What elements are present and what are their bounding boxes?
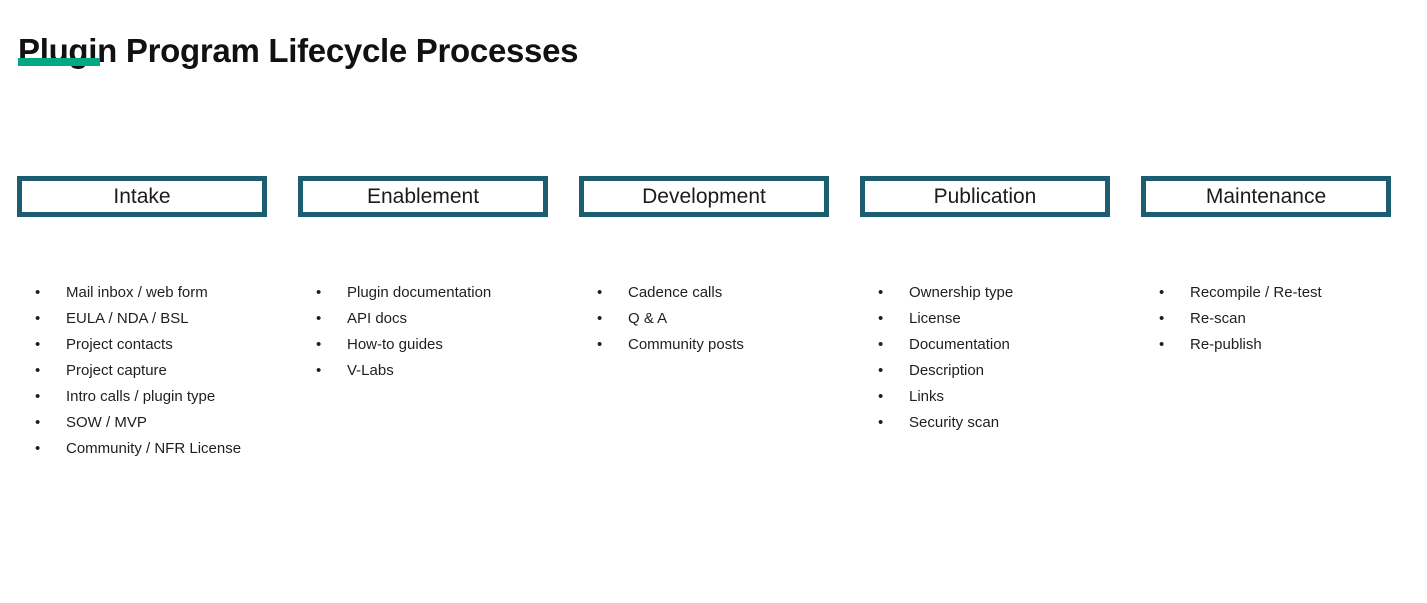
stage-item-list: • Cadence calls • Q & A • Community posts [579, 280, 829, 358]
list-item: • Intro calls / plugin type [17, 384, 267, 410]
bullet-icon: • [35, 284, 41, 301]
list-item-label: Community posts [628, 336, 744, 353]
list-item: • Community posts [579, 332, 829, 358]
bullet-icon: • [878, 336, 884, 353]
list-item: • V-Labs [298, 358, 548, 384]
bullet-icon: • [878, 310, 884, 327]
stage-header-maintenance: Maintenance [1141, 176, 1391, 217]
lifecycle-column-enablement: Enablement • Plugin documentation • API docs… [298, 176, 548, 462]
list-item: • Description [860, 358, 1110, 384]
list-item-label: V-Labs [347, 362, 394, 379]
bullet-icon: • [316, 362, 322, 379]
list-item: • Re-publish [1141, 332, 1391, 358]
list-item-label: Project contacts [66, 336, 173, 353]
list-item-label: Plugin documentation [347, 284, 492, 301]
list-item-label: Q & A [628, 310, 668, 327]
bullet-icon: • [1159, 310, 1165, 327]
bullet-icon: • [316, 336, 322, 353]
bullet-icon: • [597, 310, 603, 327]
list-item: • Mail inbox / web form [17, 280, 267, 306]
stage-item-list: • Recompile / Re-test • Re-scan • Re-publish [1141, 280, 1391, 358]
list-item-label: Project capture [66, 362, 167, 379]
list-item-label: Mail inbox / web form [66, 284, 208, 301]
list-item: • Ownership type [860, 280, 1110, 306]
bullet-icon: • [1159, 284, 1165, 301]
list-item: • Project contacts [17, 332, 267, 358]
list-item-label: How-to guides [347, 336, 443, 353]
list-item: • License [860, 306, 1110, 332]
list-item: • Community / NFR License [17, 436, 267, 462]
list-item-label: Community / NFR License [66, 440, 242, 457]
stage-item-list: •Mail inbox / web form•EULA / NDA / BSL•… [17, 280, 267, 462]
list-item: • Re-scan [1141, 306, 1391, 332]
bullet-icon: • [35, 310, 41, 327]
stage-header-development: Development [579, 176, 829, 217]
list-item: • How-to guides [298, 332, 548, 358]
list-item: • Recompile / Re-test [1141, 280, 1391, 306]
lifecycle-column-maintenance: Maintenance•Recompile / Re-test•Re-scan•… [1141, 176, 1391, 462]
stage-title: Development [642, 184, 766, 208]
list-item-label: Description [909, 362, 985, 379]
stage-item-list: • Plugin documentation • API docs • How-to gu… [298, 280, 548, 384]
stage-header-publication: Publication [860, 176, 1110, 217]
list-item-label: Recompile / Re-test [1190, 284, 1322, 301]
list-item-label: Links [909, 388, 945, 405]
lifecycle-column-publication: Publication • Ownership type • License • Docum… [860, 176, 1110, 462]
lifecycle-column-development: Development • Cadence calls • Q & A • Communit… [579, 176, 829, 462]
bullet-icon: • [35, 388, 41, 405]
list-item: • Security scan [860, 410, 1110, 436]
list-item-label: License [909, 310, 961, 327]
stage-title: Publication [933, 184, 1037, 208]
bullet-icon: • [35, 336, 41, 353]
bullet-icon: • [878, 414, 884, 431]
stage-title: Maintenance [1205, 184, 1327, 208]
list-item: • Cadence calls [579, 280, 829, 306]
list-item-label: API docs [347, 310, 408, 327]
bullet-icon: • [597, 336, 603, 353]
bullet-icon: • [878, 362, 884, 379]
list-item-label: Security scan [909, 414, 1000, 431]
list-item-label: EULA / NDA / BSL [66, 310, 189, 327]
list-item: • SOW / MVP [17, 410, 267, 436]
bullet-icon: • [316, 284, 322, 301]
list-item-label: Re-publish [1190, 336, 1262, 353]
list-item: • Documentation [860, 332, 1110, 358]
list-item-label: Cadence calls [628, 284, 723, 301]
page-title: Plugin Program Lifecycle Processes [18, 32, 579, 70]
stage-item-list: • Ownership type • License • Documentation • De… [860, 280, 1110, 436]
list-item: • Project capture [17, 358, 267, 384]
list-item-label: Intro calls / plugin type [66, 388, 216, 405]
bullet-icon: • [878, 284, 884, 301]
bullet-icon: • [35, 362, 41, 379]
bullet-icon: • [35, 440, 41, 457]
bullet-icon: • [35, 414, 41, 431]
stage-title: Enablement [366, 184, 480, 208]
lifecycle-column-intake: Intake • Mail inbox / web form • EULA / NDA … [17, 176, 267, 462]
list-item: • Links [860, 384, 1110, 410]
stage-title: Intake [113, 184, 171, 208]
stage-header-enablement: Enablement [298, 176, 548, 217]
list-item-label: SOW / MVP [66, 414, 147, 431]
title-accent-underline [18, 58, 100, 66]
bullet-icon: • [316, 310, 322, 327]
lifecycle-columns: Intake • Mail inbox / web form • EULA / NDA … [17, 176, 1391, 462]
list-item-label: Ownership type [909, 284, 1014, 301]
list-item: • API docs [298, 306, 548, 332]
list-item-label: Documentation [909, 336, 1010, 353]
list-item: • EULA / NDA / BSL [17, 306, 267, 332]
stage-header-intake: Intake [17, 176, 267, 217]
list-item: • Plugin documentation [298, 280, 548, 306]
bullet-icon: • [597, 284, 603, 301]
bullet-icon: • [878, 388, 884, 405]
bullet-icon: • [1159, 336, 1165, 353]
list-item-label: Re-scan [1190, 310, 1246, 327]
list-item: • Q & A [579, 306, 829, 332]
